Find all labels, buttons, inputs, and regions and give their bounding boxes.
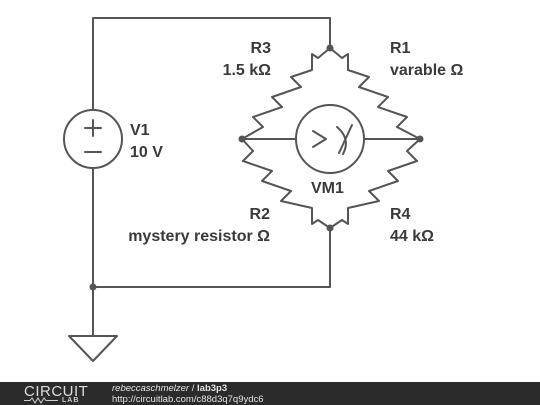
v1-ref-label: V1 (130, 122, 150, 139)
r3-ref-label: R3 (251, 40, 272, 57)
circuitlab-logo-text: CIRCUIT (24, 383, 89, 400)
r2-value-label: mystery resistor Ω (128, 228, 270, 245)
resistor-r4 (329, 138, 421, 229)
r4-ref-label: R4 (390, 206, 411, 223)
project-name[interactable]: lab3p3 (197, 383, 228, 394)
node-ground-junction (89, 283, 97, 291)
project-credit: rebeccaschmelzer / lab3p3 http://circuit… (112, 383, 264, 405)
node-right (416, 135, 424, 143)
wire-bottom (92, 227, 331, 288)
r1-ref-label: R1 (390, 40, 411, 57)
v1-value-label: 10 V (130, 144, 163, 161)
project-url[interactable]: http://circuitlab.com/c88d3q7q9ydc6 (112, 394, 264, 405)
r1-value-label: varable Ω (390, 62, 463, 79)
r2-ref-label: R2 (250, 206, 271, 223)
ground-symbol (68, 335, 118, 362)
resistor-r1 (329, 47, 421, 140)
r3-value-label: 1.5 kΩ (223, 62, 272, 79)
voltmeter-vm1 (295, 104, 365, 174)
wire-top (92, 17, 331, 111)
vm1-ref-label: VM1 (311, 180, 344, 197)
circuit-schematic: V1 10 V R3 1.5 kΩ R1 varable Ω VM1 R2 my… (63, 17, 463, 362)
circuitlab-logo-sub: LAB (24, 397, 79, 404)
footer-bar: CIRCUIT LAB rebeccaschmelzer / lab3p3 ht… (0, 382, 540, 405)
r4-value-label: 44 kΩ (390, 228, 434, 245)
voltage-source-v1 (63, 109, 123, 169)
node-top (326, 44, 334, 52)
resistor-r3 (241, 47, 331, 140)
node-left (238, 135, 246, 143)
author-link[interactable]: rebeccaschmelzer (112, 383, 190, 394)
resistor-r2 (241, 138, 331, 229)
node-bottom (326, 224, 334, 232)
resistor-squiggle-icon (24, 397, 58, 404)
